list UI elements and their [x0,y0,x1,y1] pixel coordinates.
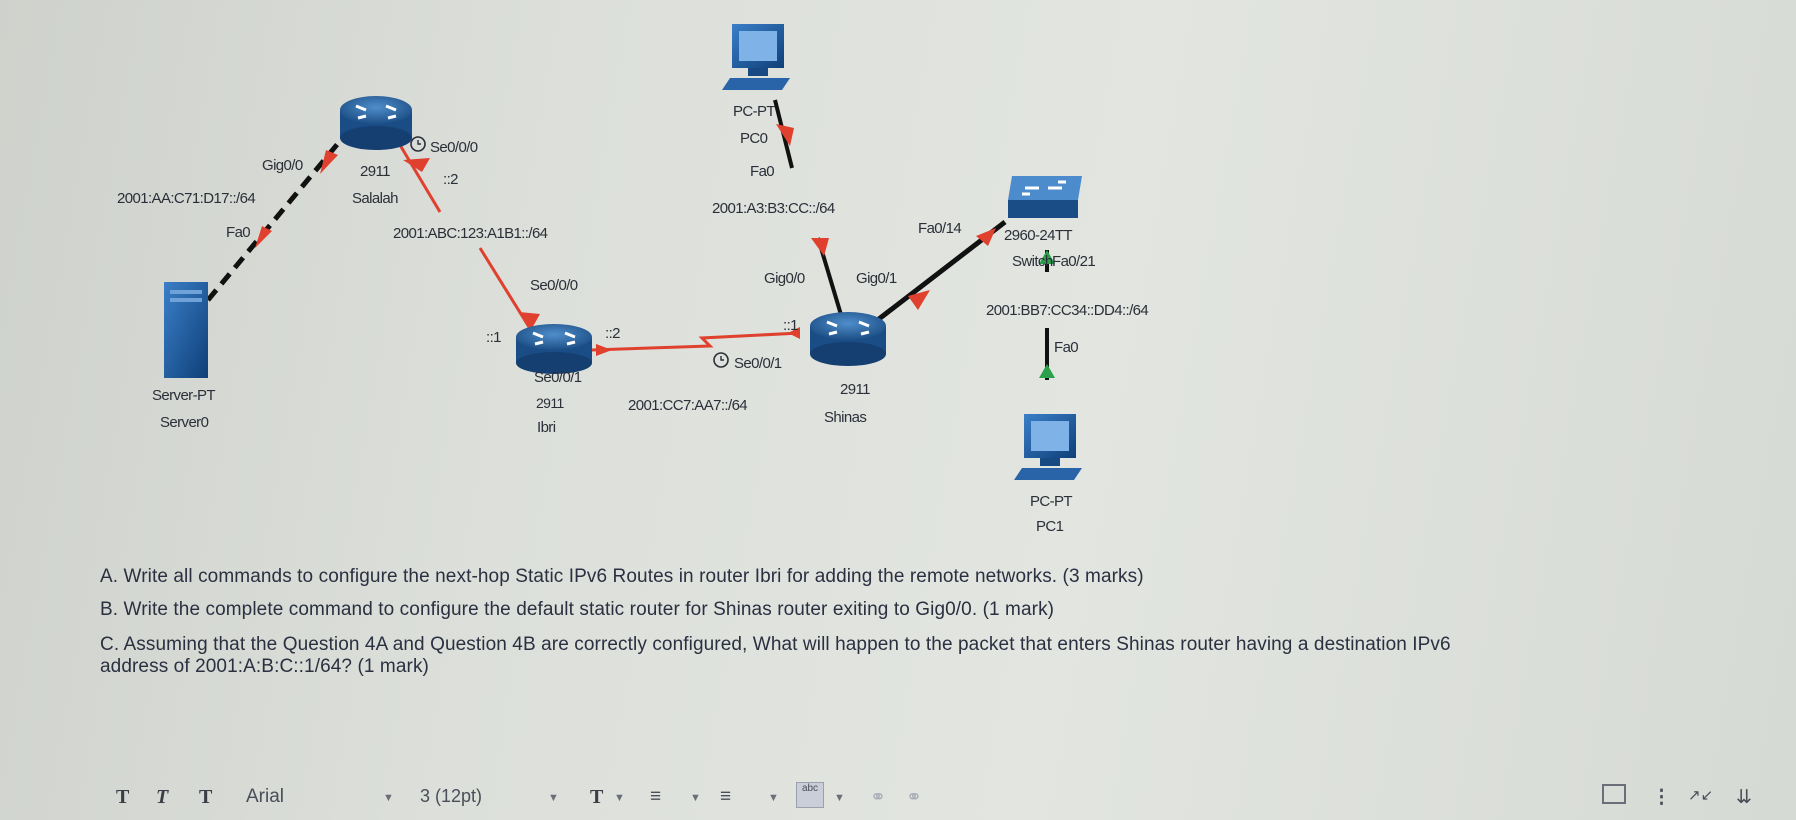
ibri-model-label: 2911 [536,395,565,411]
net-server-label: 2001:AA:C71:D17::/64 [117,190,255,207]
unordered-list-icon[interactable]: ≡ [650,786,662,807]
unlink-icon[interactable]: ⚭ [906,787,922,808]
net-pc1-label: 2001:BB7:CC34::DD4::/64 [986,302,1148,319]
chevron-down-icon[interactable]: ▼ [548,792,559,804]
link-server-salalah [206,133,347,302]
question-c-line1: C. Assuming that the Question 4A and Que… [100,634,1451,655]
question-a: A. Write all commands to configure the n… [100,566,1144,587]
salalah-model-label: 2911 [360,163,390,180]
ordered-list-icon[interactable]: ≡ [720,786,732,807]
text-t-icon[interactable]: T [199,786,213,808]
chevron-down-icon[interactable]: ▼ [614,792,625,804]
pc1-name-label: PC1 [1036,518,1064,535]
collapse-icon[interactable]: ⇊ [1736,787,1752,808]
editor-toolbar: T T T Arial ▼ 3 (12pt) ▼ T ▼ ≡ ▼ ≡ ▼ abc… [0,772,1796,820]
salalah-host-label: ::2 [443,171,458,188]
switch-fa021-label: Fa0/21 [1052,253,1095,270]
link-ibri-shinas [591,327,801,356]
switch-name-label: Switch [1012,253,1053,270]
server-fa0-label: Fa0 [226,224,250,241]
shinas-gig01-label: Gig0/1 [856,270,897,287]
italic-t-icon[interactable]: T [156,786,169,808]
chevron-down-icon[interactable]: ▼ [690,792,701,804]
salalah-router-icon[interactable] [340,96,412,150]
spellcheck-icon[interactable]: abc [796,782,824,808]
pc1-icon[interactable] [1014,414,1082,480]
pc1-fa0-label: Fa0 [1054,339,1078,356]
font-family-select[interactable]: Arial [246,786,285,807]
net-pc0-label: 2001:A3:B3:CC::/64 [712,200,835,217]
server-type-label: Server-PT [152,387,215,404]
shinas-gig00-label: Gig0/0 [764,270,805,287]
shinas-host-label: ::1 [783,317,798,334]
bold-t-icon[interactable]: T [116,786,130,808]
ibri-se000-label: Se0/0/0 [530,277,578,294]
link-switch-pc1 [1039,250,1055,380]
font-size-select[interactable]: 3 (12pt) [420,786,483,806]
switch-fa014-label: Fa0/14 [918,220,961,237]
chevron-down-icon[interactable]: ▼ [768,792,779,804]
clock-icon [410,136,426,152]
shinas-se001-label: Se0/0/1 [734,355,782,372]
link-shinas-switch [873,220,1007,324]
pc0-name-label: PC0 [740,130,768,147]
salalah-gig00-label: Gig0/0 [262,157,303,174]
switch-icon[interactable] [1008,176,1082,218]
ibri-name-label: Ibri [537,419,556,436]
pc0-fa0-label: Fa0 [750,163,774,180]
expand-icon[interactable] [1602,784,1626,804]
link-pc0-shinas [773,99,844,319]
shinas-name-label: Shinas [824,409,866,426]
switch-model-label: 2960-24TT [1004,227,1072,244]
pc0-icon[interactable] [722,24,790,90]
net-salalah-ibri-label: 2001:ABC:123:A1B1::/64 [393,225,548,242]
salalah-name-label: Salalah [352,190,398,207]
shinas-router-icon[interactable] [810,312,886,366]
chevron-down-icon[interactable]: ▼ [383,792,394,804]
clock-icon [713,352,729,368]
pc0-type-label: PC-PT [733,103,775,120]
link-salalah-ibri [398,144,540,336]
pc1-type-label: PC-PT [1030,493,1072,510]
more-icon[interactable]: ⋮ [1652,787,1671,808]
shinas-model-label: 2911 [840,381,870,398]
ibri-host2-label: ::2 [605,325,620,342]
link-icon[interactable]: ⚭ [870,787,886,808]
ibri-se001-label: Se0/0/1 [534,369,582,386]
server-name-label: Server0 [160,414,209,431]
salalah-se000-label: Se0/0/0 [430,139,478,156]
question-c: C. Assuming that the Question 4A and Que… [100,634,1451,678]
server-icon[interactable] [164,282,208,378]
fullscreen-icon[interactable]: ↗↙ [1688,787,1714,804]
ibri-host1-label: ::1 [486,329,501,346]
question-c-line2: address of 2001:A:B:C::1/64? (1 mark) [100,656,429,677]
chevron-down-icon[interactable]: ▼ [834,792,845,804]
font-color-icon[interactable]: T [590,786,604,808]
question-b: B. Write the complete command to configu… [100,599,1055,620]
net-ibri-shinas-label: 2001:CC7:AA7::/64 [628,397,747,414]
ibri-router-icon[interactable] [516,324,592,374]
